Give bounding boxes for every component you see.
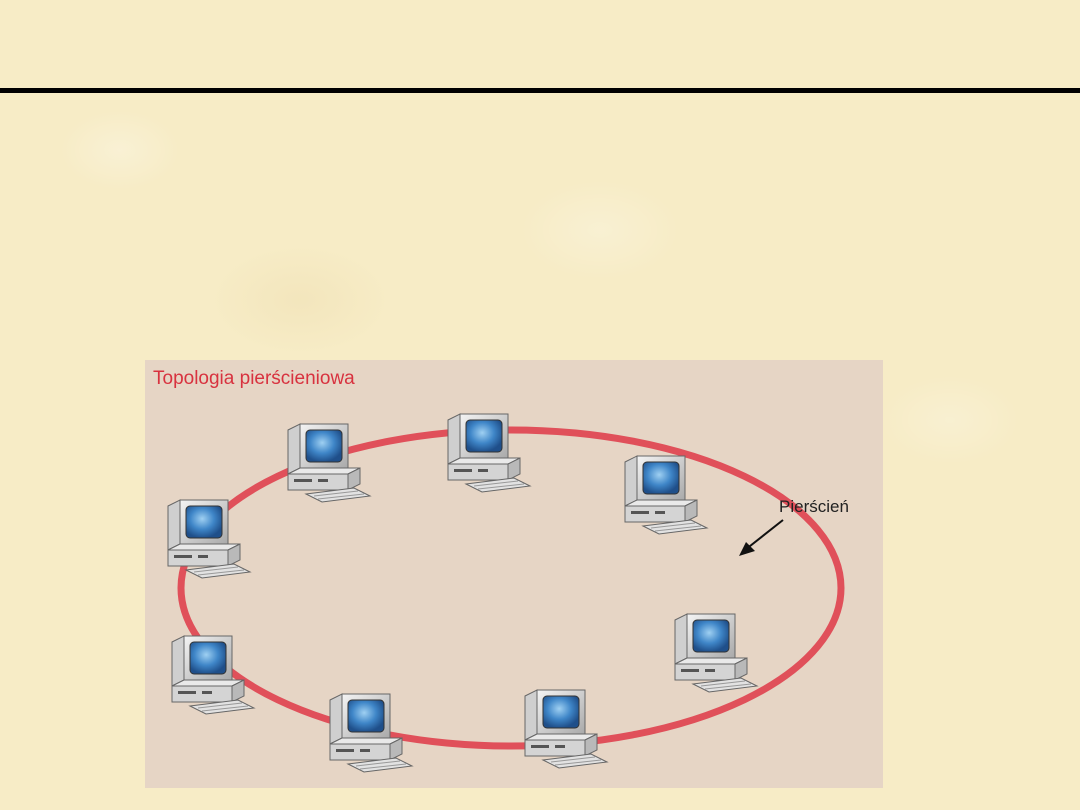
computer-icon (624, 455, 708, 535)
computer-icon (171, 635, 255, 715)
figure-title: Topologia pierścieniowa (153, 368, 355, 389)
header-divider (0, 88, 1080, 93)
computer-icon (167, 499, 251, 579)
ring-label: Pierścień (779, 497, 849, 516)
arrow-head-icon (739, 542, 755, 556)
computer-icon (447, 413, 531, 493)
computer-icon (287, 423, 371, 503)
ring-pointer-arrow (744, 519, 784, 551)
ring-cable (177, 426, 845, 750)
computer-icon (674, 613, 758, 693)
computer-icon (329, 693, 413, 773)
ring-diagram: Pierścień (167, 413, 849, 773)
ring-topology-figure: Topologia pierścieniowa (145, 360, 883, 788)
computer-icon (524, 689, 608, 769)
